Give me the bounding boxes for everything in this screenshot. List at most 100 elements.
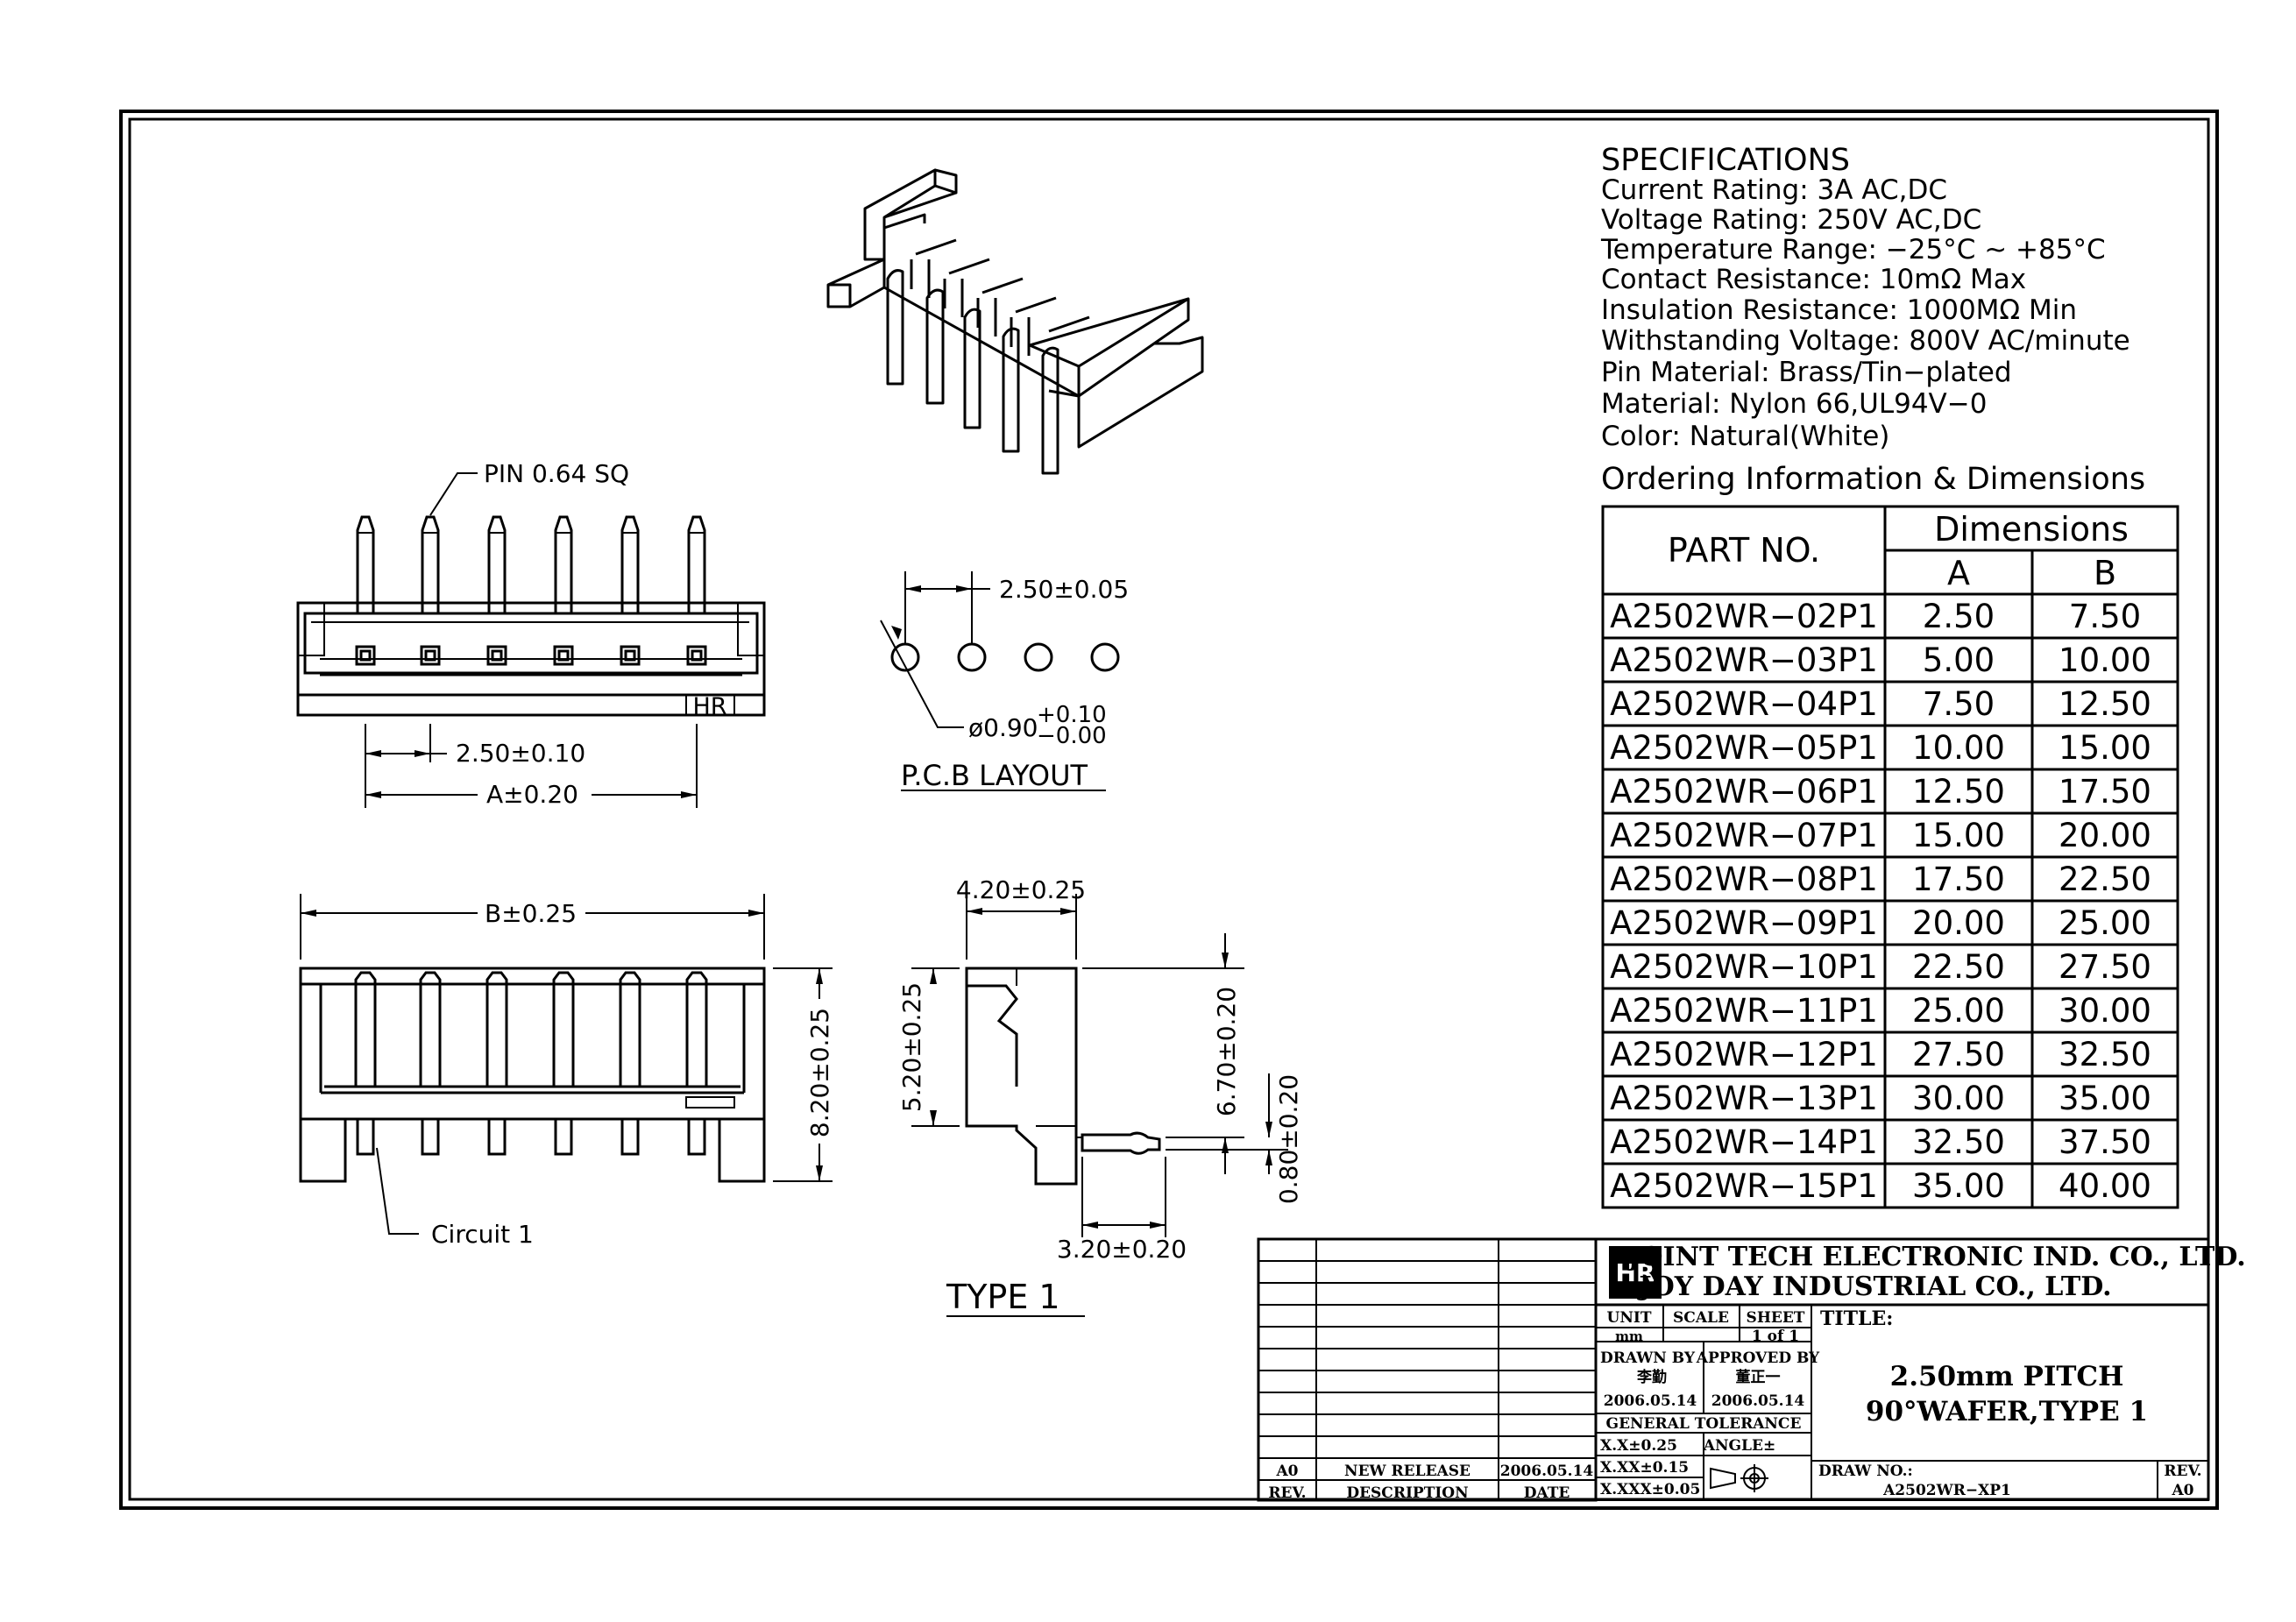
table-cell-part: A2502WR−08P1	[1610, 861, 1878, 898]
table-cell-a: 22.50	[1912, 948, 2005, 986]
company-name-2: JOY DAY INDUSTRIAL CO., LTD.	[1636, 1271, 2111, 1302]
title-line-1: 2.50mm PITCH	[1890, 1361, 2124, 1392]
logo-text: HR	[1616, 1258, 1655, 1287]
drawn-by-label: DRAWN BY	[1600, 1349, 1696, 1367]
table-cell-part: A2502WR−12P1	[1610, 1036, 1878, 1073]
table-cell-a: 2.50	[1923, 598, 1995, 635]
table-cell-b: 20.00	[2059, 817, 2151, 854]
spec-line: Contact Resistance: 10mΩ Max	[1601, 264, 2026, 295]
specifications-title: SPECIFICATIONS	[1601, 143, 1850, 178]
title-block: A0 NEW RELEASE 2006.05.14 REV. DESCRIPTI…	[1257, 1237, 2246, 1502]
spec-line: Insulation Resistance: 1000MΩ Min	[1601, 294, 2077, 326]
table-cell-part: A2502WR−15P1	[1610, 1167, 1878, 1205]
table-cell-part: A2502WR−05P1	[1610, 729, 1878, 767]
company-name-1: JOINT TECH ELECTRONIC IND. CO., LTD.	[1625, 1242, 2246, 1272]
pcb-layout: 2.50±0.05 ø0.90 +0.10 −0.00 P.C.B LAYOUT	[880, 571, 1129, 792]
table-cell-part: A2502WR−09P1	[1610, 904, 1878, 942]
table-cell-b: 7.50	[2069, 598, 2141, 635]
pcb-layout-label: P.C.B LAYOUT	[901, 759, 1088, 792]
pcb-pitch-dimension: 2.50±0.05	[999, 575, 1129, 604]
table-cell-a: 32.50	[1912, 1123, 2005, 1161]
table-cell-part: A2502WR−04P1	[1610, 685, 1878, 723]
table-cell-part: A2502WR−06P1	[1610, 773, 1878, 811]
hole-tol-plus: +0.10	[1037, 702, 1107, 728]
ordering-title: Ordering Information & Dimensions	[1601, 462, 2145, 497]
title-label: TITLE:	[1820, 1307, 1893, 1330]
table-cell-b: 15.00	[2059, 729, 2151, 767]
pin-offset-dimension: 0.80±0.20	[1274, 1074, 1303, 1204]
table-cell-b: 30.00	[2059, 992, 2151, 1030]
table-cell-a: 25.00	[1912, 992, 2005, 1030]
tolerance-2: X.XX±0.15	[1600, 1459, 1689, 1477]
table-cell-part: A2502WR−03P1	[1610, 641, 1878, 679]
front-view: HR PIN 0.64 SQ 2.50±0.10 A±0.20	[296, 459, 766, 809]
approved-label: APPROVED BY	[1696, 1349, 1820, 1367]
date-col-header: DATE	[1524, 1484, 1570, 1502]
pitch-dimension: 2.50±0.10	[456, 739, 585, 768]
spec-line: Current Rating: 3A AC,DC	[1601, 174, 1947, 206]
title-line-2: 90°WAFER,TYPE 1	[1866, 1396, 2148, 1427]
scale-label: SCALE	[1673, 1309, 1729, 1327]
table-cell-b: 40.00	[2059, 1167, 2151, 1205]
spec-line: Withstanding Voltage: 800V AC/minute	[1601, 325, 2130, 357]
specifications-block: SPECIFICATIONS Current Rating: 3A AC,DC …	[1600, 143, 2145, 497]
table-cell-a: 10.00	[1912, 729, 2005, 767]
desc-entry: NEW RELEASE	[1344, 1463, 1470, 1480]
table-cell-a: 35.00	[1912, 1167, 2005, 1205]
table-cell-part: A2502WR−02P1	[1610, 598, 1878, 635]
bottom-view: B±0.25 8.20±0.25 Circuit 1	[299, 894, 834, 1249]
side-height-dimension: 5.20±0.25	[897, 982, 926, 1112]
type-label: TYPE 1	[946, 1278, 1060, 1316]
draw-no: A2502WR−XP1	[1882, 1482, 2011, 1499]
circuit-label: Circuit 1	[431, 1220, 534, 1249]
rev-col-header: REV.	[1268, 1484, 1306, 1502]
table-cell-b: 35.00	[2059, 1080, 2151, 1117]
spec-line: Pin Material: Brass/Tin−plated	[1601, 357, 2012, 388]
drawn-date: 2006.05.14	[1604, 1392, 1697, 1410]
tolerance-3: X.XXX±0.05	[1600, 1481, 1700, 1498]
table-cell-a: 17.50	[1912, 861, 2005, 898]
pin-height-dimension: 6.70±0.20	[1212, 987, 1241, 1116]
table-cell-b: 27.50	[2059, 948, 2151, 986]
table-cell-b: 10.00	[2059, 641, 2151, 679]
table-cell-a: 30.00	[1912, 1080, 2005, 1117]
table-cell-a: 20.00	[1912, 904, 2005, 942]
inner-border	[128, 117, 2210, 1501]
desc-col-header: DESCRIPTION	[1346, 1484, 1468, 1502]
approved-by: 董正一	[1736, 1368, 1781, 1386]
table-cell-b: 12.50	[2059, 685, 2151, 723]
table-cell-b: 32.50	[2059, 1036, 2151, 1073]
table-cell-b: 22.50	[2059, 861, 2151, 898]
tolerance-1: X.X±0.25	[1600, 1437, 1677, 1455]
side-width-dimension: 4.20±0.25	[956, 875, 1086, 904]
unit-label: UNIT	[1607, 1309, 1652, 1327]
pin-length-dimension: 3.20±0.20	[1057, 1235, 1187, 1264]
pin-size-label: PIN 0.64 SQ	[484, 459, 629, 488]
hr-mark: HR	[692, 693, 726, 720]
spec-line: Color: Natural(White)	[1601, 421, 1889, 452]
table-cell-a: 27.50	[1912, 1036, 2005, 1073]
angle-label: ANGLE±	[1703, 1437, 1775, 1455]
hole-diameter: ø0.90	[968, 713, 1038, 742]
rev-value: A0	[2171, 1482, 2193, 1499]
height-dimension: 8.20±0.25	[805, 1008, 834, 1137]
table-cell-part: A2502WR−14P1	[1610, 1123, 1878, 1161]
side-view: 4.20±0.25 5.20±0.25 6.70±0.20 0.80±0.20 …	[897, 875, 1303, 1317]
a-dimension: A±0.20	[486, 780, 578, 809]
table-cell-a: 12.50	[1912, 773, 2005, 811]
table-cell-b: 37.50	[2059, 1123, 2151, 1161]
spec-line: Material: Nylon 66,UL94V−0	[1601, 388, 1987, 420]
unit-value: mm	[1615, 1328, 1643, 1344]
table-cell-part: A2502WR−13P1	[1610, 1080, 1878, 1117]
dimensions-header: Dimensions	[1934, 510, 2129, 549]
table-cell-part: A2502WR−11P1	[1610, 992, 1878, 1030]
projection-symbol-icon	[1710, 1464, 1768, 1492]
approved-date: 2006.05.14	[1711, 1392, 1805, 1410]
table-cell-part: A2502WR−10P1	[1610, 948, 1878, 986]
table-cell-b: 17.50	[2059, 773, 2151, 811]
part-no-header: PART NO.	[1668, 531, 1820, 570]
col-b-header: B	[2094, 554, 2116, 592]
